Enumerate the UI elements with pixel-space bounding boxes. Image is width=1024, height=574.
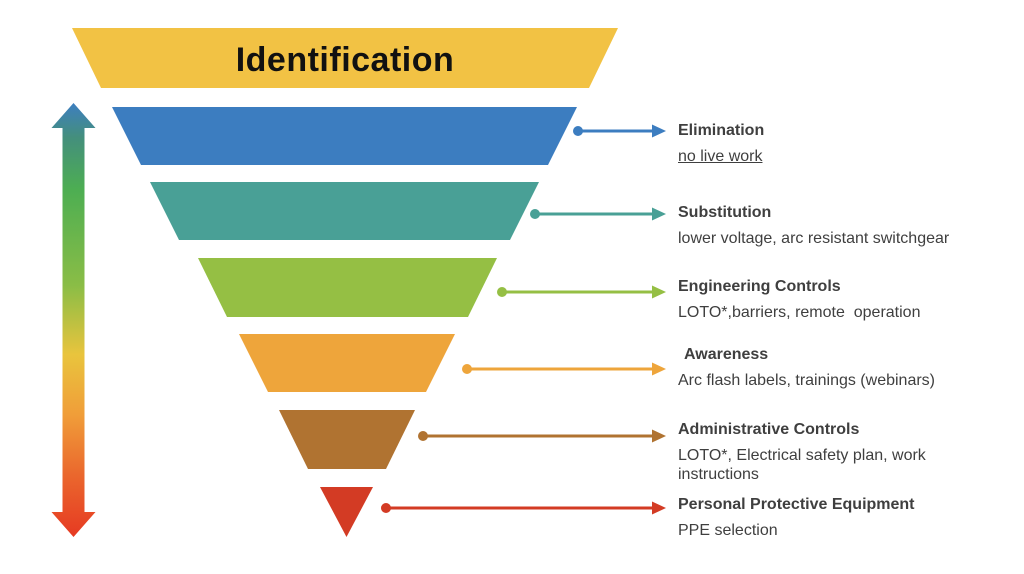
level-description: lower voltage, arc resistant switchgear — [678, 230, 950, 247]
connector-arrowhead-icon — [652, 207, 666, 221]
level-label-awareness: Awareness Arc flash labels, trainings (w… — [678, 345, 990, 390]
level-description: instructions — [678, 466, 759, 483]
connector-arrowhead-icon — [652, 285, 666, 299]
funnel-band-identification — [72, 28, 618, 88]
connector-substitution — [530, 207, 666, 221]
funnel-band-substitution — [150, 182, 539, 240]
connector-administrative-controls — [418, 429, 666, 443]
funnel-band-elimination — [112, 107, 577, 165]
connector-ppe — [381, 501, 666, 515]
level-name: Administrative Controls — [678, 421, 860, 438]
level-name: Personal Protective Equipment — [678, 496, 915, 513]
level-description: LOTO*,barriers, remote operation — [678, 304, 921, 321]
level-label-engineering-controls: Engineering Controls LOTO*,barriers, rem… — [678, 277, 990, 322]
funnel-band-awareness — [239, 334, 455, 392]
level-label-substitution: Substitution lower voltage, arc resistan… — [678, 203, 990, 248]
level-label-elimination: Elimination no live work — [678, 121, 990, 166]
severity-scale-arrow-icon — [51, 103, 96, 537]
level-description: Arc flash labels, trainings (webinars) — [678, 372, 935, 389]
funnel-title: Identification — [235, 41, 455, 79]
level-description: PPE selection — [678, 522, 778, 539]
connector-engineering-controls — [497, 285, 666, 299]
level-description: LOTO*, Electrical safety plan, work — [678, 447, 926, 464]
level-description: no live work — [678, 148, 763, 165]
level-name: Substitution — [678, 204, 772, 221]
connector-arrowhead-icon — [652, 124, 666, 138]
level-name: Awareness — [684, 346, 769, 363]
level-name: Elimination — [678, 122, 765, 139]
funnel-band-administrative-controls — [279, 410, 415, 469]
funnel-band-engineering-controls — [198, 258, 497, 317]
level-label-administrative-controls: Administrative Controls LOTO*, Electrica… — [678, 420, 990, 484]
connector-awareness — [462, 362, 666, 376]
connector-arrowhead-icon — [652, 501, 666, 515]
funnel-band-ppe-triangle — [320, 487, 373, 537]
connector-arrowhead-icon — [652, 362, 666, 376]
level-label-ppe: Personal Protective Equipment PPE select… — [678, 495, 990, 540]
connector-elimination — [573, 124, 666, 138]
connector-arrowhead-icon — [652, 429, 666, 443]
level-name: Engineering Controls — [678, 278, 841, 295]
